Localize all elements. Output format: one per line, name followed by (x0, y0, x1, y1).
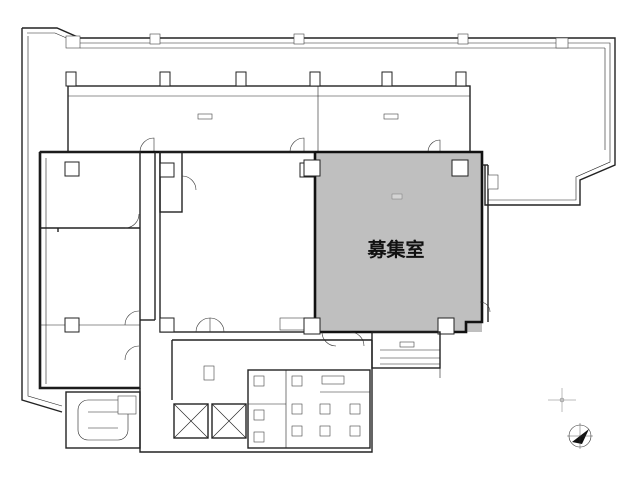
vacant-room: 募集室 (303, 150, 484, 347)
main-building (38, 150, 316, 390)
left-stair (65, 391, 141, 449)
upper-band (65, 71, 471, 153)
right-wing (479, 164, 499, 322)
vacant-area-label: 募集室 (366, 238, 424, 261)
compass-rose-icon (548, 388, 576, 412)
north-arrow-icon (567, 423, 593, 449)
right-stair (371, 331, 441, 378)
terrace-outline (21, 27, 616, 413)
core (139, 339, 373, 453)
